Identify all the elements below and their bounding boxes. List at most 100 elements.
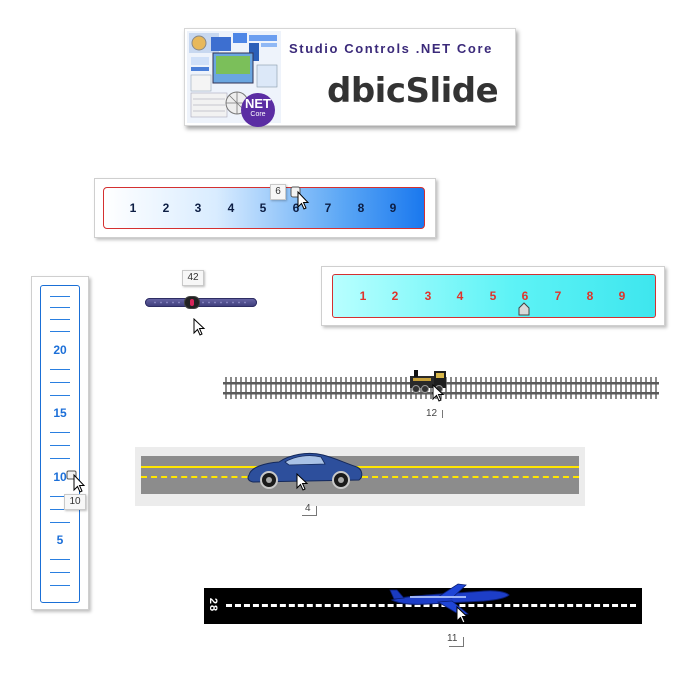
vertical-tick: [50, 458, 70, 459]
blue-tick-label: 6: [292, 201, 300, 215]
rail-tie: [565, 377, 567, 399]
rail-tie: [390, 377, 392, 399]
rail-tie: [615, 377, 617, 399]
rail-tie: [315, 377, 317, 399]
rail-tie: [575, 377, 577, 399]
rail-tie: [525, 377, 527, 399]
rail-tie: [265, 377, 267, 399]
banner-subtitle: Studio Controls .NET Core: [289, 41, 493, 56]
road-value-marker-stem: [316, 506, 317, 516]
rail-tie: [300, 377, 302, 399]
cyan-tick-label: 5: [489, 289, 497, 303]
rail-tie: [230, 377, 232, 399]
cyan-tick-label: 7: [554, 289, 562, 303]
rail-tie: [580, 377, 582, 399]
rail-tie: [385, 377, 387, 399]
vertical-tick: [50, 395, 70, 396]
rail-tie: [520, 377, 522, 399]
banner-title: dbicSlide: [327, 71, 499, 111]
runway-value-marker: [449, 646, 463, 647]
cyan-tick-label: 6: [521, 289, 529, 303]
rail-tie: [375, 377, 377, 399]
vertical-tick: [50, 509, 70, 510]
net-core-badge: NET Core: [241, 93, 275, 127]
rail-tie: [245, 377, 247, 399]
rail-tie: [555, 377, 557, 399]
runway-value-label: 11: [447, 633, 458, 644]
blue-slider-tooltip: 6: [270, 184, 286, 200]
rail-tie: [510, 377, 512, 399]
vertical-scale-label: 20: [53, 343, 67, 357]
vertical-tick: [50, 522, 70, 523]
blue-tick-label: 5: [259, 201, 267, 215]
airplane-icon[interactable]: [388, 582, 512, 622]
blue-tick-label: 1: [129, 201, 137, 215]
blue-gradient-slider[interactable]: 1 2 3 4 5 6 7 8 9: [94, 178, 436, 238]
mouse-pointer-icon: [456, 605, 470, 628]
product-banner: NET Core Studio Controls .NET Core dbicS…: [184, 28, 516, 127]
rail-tie: [320, 377, 322, 399]
rail-tie: [290, 377, 292, 399]
rail-tie: [560, 377, 562, 399]
vertical-slider-thumb[interactable]: [66, 470, 86, 498]
locomotive-icon[interactable]: [409, 368, 449, 398]
mini-slider-track[interactable]: [145, 298, 257, 307]
rail-tie: [465, 377, 467, 399]
rail-tie: [280, 377, 282, 399]
runway-slider-track[interactable]: 28: [204, 588, 642, 624]
rail-tie: [455, 377, 457, 399]
cyan-tick-label: 9: [618, 289, 626, 303]
rail-tie: [340, 377, 342, 399]
blue-tick-label: 9: [389, 201, 397, 215]
vertical-tick: [50, 382, 70, 383]
vertical-tick: [50, 331, 70, 332]
rail-tie: [250, 377, 252, 399]
car-icon[interactable]: [245, 447, 365, 495]
vertical-tick: [50, 559, 70, 560]
mini-slider-thumb[interactable]: [185, 297, 199, 308]
rail-tie: [335, 377, 337, 399]
blue-tick-label: 7: [324, 201, 332, 215]
banner-collage-image: [187, 31, 281, 123]
blue-tick-label: 8: [357, 201, 365, 215]
cyan-slider-thumb[interactable]: [518, 301, 530, 320]
rail-tie: [630, 377, 632, 399]
mini-thumb-marker: [190, 299, 194, 306]
rail-tie: [350, 377, 352, 399]
rail-tie: [640, 377, 642, 399]
vertical-tick: [50, 369, 70, 370]
rail-value-label: 12: [426, 408, 438, 419]
rail-tie: [605, 377, 607, 399]
vertical-slider-track[interactable]: 20 15 10 5: [40, 285, 80, 603]
rail-tie: [570, 377, 572, 399]
runway-value-marker-stem: [463, 637, 464, 647]
vertical-tick: [50, 319, 70, 320]
rail-tie: [590, 377, 592, 399]
cyan-gradient-slider[interactable]: 1 2 3 4 5 6 7 8 9: [321, 266, 665, 326]
road-value-marker: [302, 515, 316, 516]
rail-tie: [405, 377, 407, 399]
blue-tick-label: 2: [162, 201, 170, 215]
rail-tie: [635, 377, 637, 399]
road-value-label: 4: [305, 503, 311, 514]
vertical-slider[interactable]: 20 15 10 5: [31, 276, 89, 610]
rail-tie: [625, 377, 627, 399]
rail-tie: [330, 377, 332, 399]
rail-tie: [540, 377, 542, 399]
rail-tie: [650, 377, 652, 399]
rail-tie: [500, 377, 502, 399]
rail-tie: [545, 377, 547, 399]
rail-tie: [355, 377, 357, 399]
rail-tie: [530, 377, 532, 399]
vertical-tick: [50, 445, 70, 446]
rail-tie: [345, 377, 347, 399]
rail-tie: [305, 377, 307, 399]
rail-tie: [620, 377, 622, 399]
rail-tie: [360, 377, 362, 399]
blue-slider-thumb[interactable]: [290, 186, 310, 214]
cyan-slider-track[interactable]: 1 2 3 4 5 6 7 8 9: [332, 274, 656, 318]
blue-slider-track[interactable]: 1 2 3 4 5 6 7 8 9: [103, 187, 425, 229]
runway-number: 28: [207, 597, 219, 613]
badge-sub-text: Core: [250, 111, 266, 118]
mouse-pointer-icon: [193, 317, 207, 340]
